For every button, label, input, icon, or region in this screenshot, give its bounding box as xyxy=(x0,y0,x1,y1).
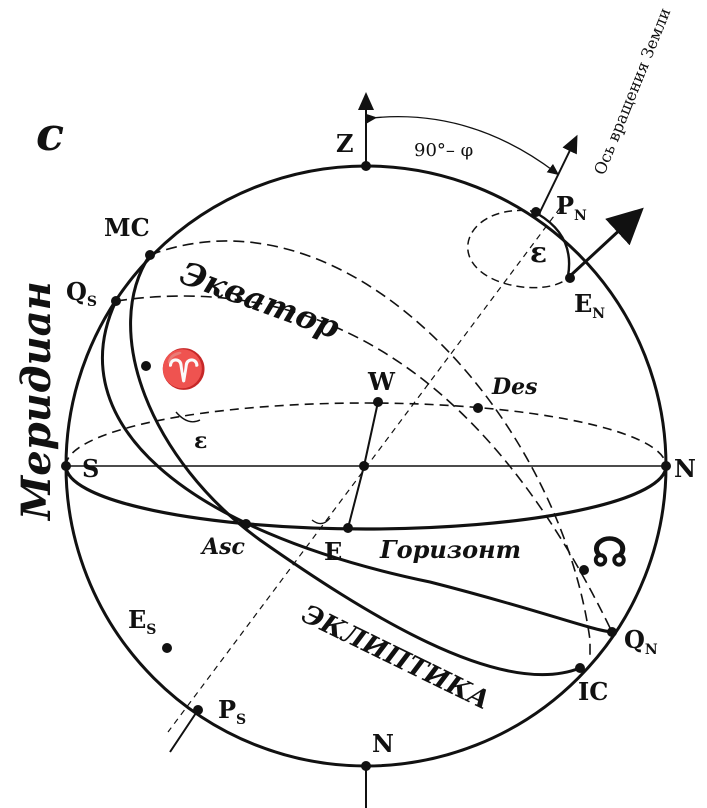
point-asc xyxy=(241,519,251,529)
point-west xyxy=(373,397,383,407)
point-ecliptic-pole xyxy=(565,273,575,283)
ecliptic-pole-arrow xyxy=(568,207,644,278)
ecliptic-back xyxy=(149,240,591,658)
epsilon-arc-top xyxy=(537,212,571,277)
equator-front xyxy=(100,300,613,634)
label-meridian: Меридиан xyxy=(13,281,60,522)
point-north xyxy=(661,461,671,471)
angle-arc-east xyxy=(311,517,331,525)
axis-south-extension xyxy=(169,709,199,753)
label-horizon: Горизонт xyxy=(379,535,521,564)
horizon-front xyxy=(64,465,668,531)
horizon-back xyxy=(65,402,667,467)
point-north-pole xyxy=(531,207,541,217)
point-aries xyxy=(141,361,151,371)
label-north-east: N xyxy=(674,454,696,483)
label-ic: IC xyxy=(578,677,608,706)
label-es: ES xyxy=(128,605,156,638)
point-es xyxy=(162,643,172,653)
point-zenith xyxy=(361,161,371,171)
label-epsilon-top: ε xyxy=(530,236,547,269)
point-south xyxy=(61,461,71,471)
point-mc xyxy=(145,250,155,260)
figure-letter: c xyxy=(36,107,64,161)
axis-label: Ось вращения Земли xyxy=(590,5,674,177)
point-south-pole xyxy=(193,705,203,715)
label-south: S xyxy=(82,454,99,483)
point-qn xyxy=(607,627,617,637)
point-node xyxy=(579,565,589,575)
label-qs: QS xyxy=(66,277,97,310)
point-east xyxy=(343,523,353,533)
aries-glyph: ♈ xyxy=(160,346,207,391)
ecliptic-front xyxy=(129,254,581,677)
point-des xyxy=(473,403,483,413)
label-zenith: Z xyxy=(336,129,354,158)
label-qn: QN xyxy=(624,625,658,658)
colatitude-arc xyxy=(365,113,560,176)
angle-label: 90°– φ xyxy=(414,140,473,161)
label-west: W xyxy=(367,367,396,396)
point-center xyxy=(359,461,369,471)
label-south-pole: PS xyxy=(218,695,246,728)
east-line xyxy=(347,465,365,529)
epsilon-arc-mid xyxy=(175,411,201,423)
equator-back xyxy=(115,295,613,633)
label-nadir: N xyxy=(372,729,394,758)
label-epsilon-mid: ε xyxy=(194,428,207,454)
point-ic xyxy=(575,663,585,673)
label-des: Des xyxy=(491,374,537,400)
label-north-pole: PN xyxy=(556,191,587,224)
ecliptic-pole-circle xyxy=(467,209,571,289)
label-east: E xyxy=(324,537,342,566)
label-equator: Экватор xyxy=(175,254,344,347)
label-asc: Asc xyxy=(200,534,245,560)
points xyxy=(61,161,671,771)
west-line xyxy=(363,401,379,467)
label-ecliptic-pole: EN xyxy=(574,289,605,322)
point-nadir xyxy=(361,761,371,771)
point-qs xyxy=(111,296,121,306)
axis-north-extension xyxy=(539,134,578,213)
label-mc: MC xyxy=(104,213,150,242)
ascending-node-glyph: ☊ xyxy=(592,529,628,576)
